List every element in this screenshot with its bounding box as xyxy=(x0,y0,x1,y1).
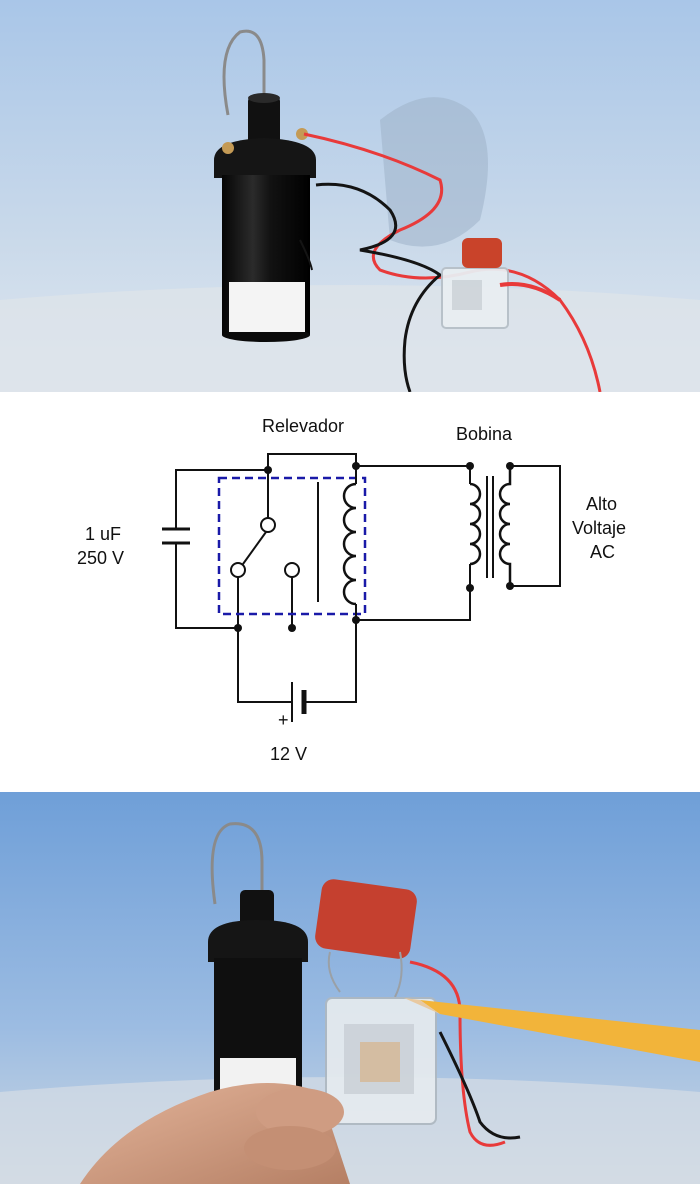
coil-label-sticker xyxy=(229,282,305,332)
red-wire-bottom xyxy=(409,960,506,1147)
capacitor-component xyxy=(315,879,417,998)
relay-component xyxy=(325,997,437,1125)
capacitor-symbol xyxy=(162,527,190,545)
photo-setup-coil-relay xyxy=(0,0,700,392)
ignition-coil xyxy=(214,93,316,342)
table-surface xyxy=(0,285,700,392)
battery-plus-sign: + xyxy=(278,710,289,730)
circuit-diagram: Relevador Bobina 1 uF 250 V Alto Voltaje… xyxy=(0,392,700,792)
switch-contact-common xyxy=(260,517,276,533)
battery-voltage-label: 12 V xyxy=(270,744,307,764)
red-wire xyxy=(303,132,602,392)
photo-hand-holding-relay xyxy=(0,792,700,1184)
battery-symbol xyxy=(291,682,307,722)
hv-wire-bottom xyxy=(210,822,264,905)
output-label-line3: AC xyxy=(590,542,615,562)
ignition-coil-symbol xyxy=(469,466,512,588)
hv-wire xyxy=(222,29,266,116)
circuit-schematic: Relevador Bobina 1 uF 250 V Alto Voltaje… xyxy=(77,416,626,764)
relay-label: Relevador xyxy=(262,416,344,436)
photo-top-illustration xyxy=(0,0,700,392)
relay-with-capacitor xyxy=(441,238,562,329)
coil-shadow xyxy=(380,97,488,247)
output-label-line2: Voltaje xyxy=(572,518,626,538)
relay-enclosure xyxy=(217,476,367,616)
hand xyxy=(80,1083,350,1184)
capacitor-label-voltage: 250 V xyxy=(77,548,124,568)
switch-arm xyxy=(242,531,267,565)
circuit-wires xyxy=(175,453,561,703)
black-wire-bottom xyxy=(438,1031,521,1140)
junction-dots xyxy=(234,462,514,632)
photo-bottom-illustration xyxy=(0,792,700,1184)
switch-contact-no xyxy=(284,562,300,578)
coil-label: Bobina xyxy=(456,424,513,444)
relay-coil-symbol xyxy=(342,482,357,606)
switch-contact-nc xyxy=(230,562,246,578)
output-label-line1: Alto xyxy=(586,494,617,514)
ignition-coil-bottom xyxy=(208,890,308,1098)
pencil xyxy=(404,998,700,1062)
capacitor-label-value: 1 uF xyxy=(85,524,121,544)
black-wire xyxy=(315,182,443,392)
